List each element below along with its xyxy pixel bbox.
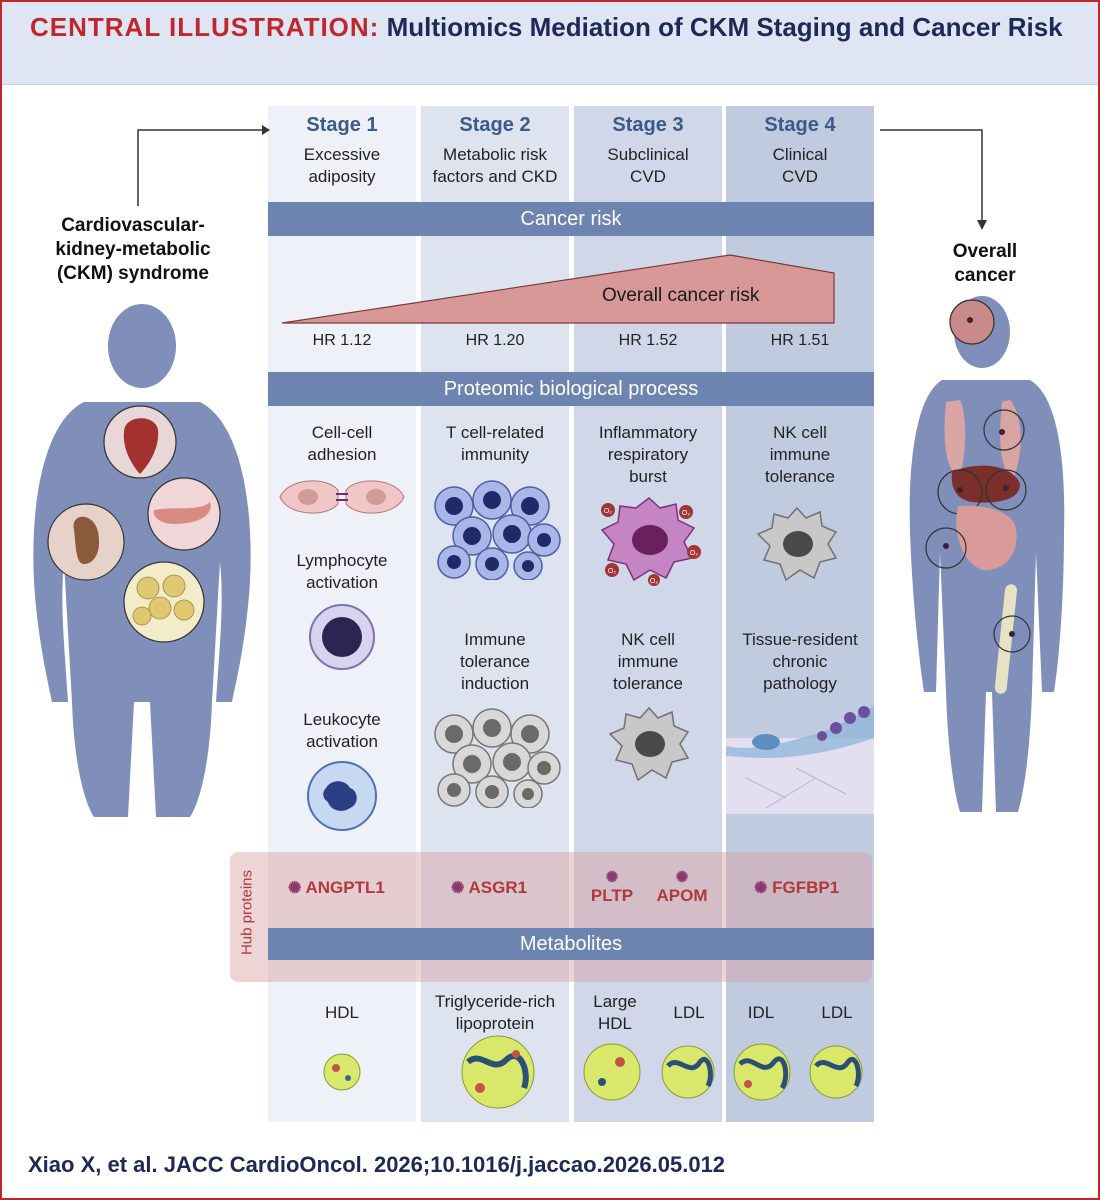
metabolite-idl: IDL [747, 1003, 775, 1022]
hub-protein-angptl1: ✺ ANGPTL1 [288, 878, 385, 897]
colon-icon [925, 527, 967, 569]
hub-protein-pltp: ✺PLTP [590, 869, 634, 906]
hr-stage-3: HR 1.52 [618, 332, 678, 349]
stage-4-subtitle: Clinical CVD [772, 145, 828, 186]
oxygen-label: O₂ [608, 568, 616, 575]
oxygen-label: O₂ [650, 578, 658, 585]
process-lymphocyte-activation: Lymphocyte activation [296, 551, 388, 592]
cancer-body-silhouette [909, 296, 1065, 812]
adhesion-cells-illustration [279, 480, 405, 514]
lung-icon [983, 409, 1025, 451]
risk-wedge-chart [281, 254, 835, 324]
hub-protein-fgfbp1: ✺ FGFBP1 [754, 878, 840, 897]
metabolites-banner: Metabolites [268, 928, 874, 960]
oxygen-label: O₂ [690, 550, 698, 557]
stage-4-title: Stage 4 [764, 114, 836, 136]
proteomic-banner: Proteomic biological process [268, 372, 874, 406]
stage-2-subtitle: Metabolic risk factors and CKD [432, 145, 558, 186]
tolerance-cluster-illustration [434, 708, 561, 808]
t-cell-cluster-illustration [434, 480, 561, 580]
ckm-body-silhouette [33, 304, 251, 817]
oxygen-label: O₂ [682, 510, 690, 517]
stage-3-title: Stage 3 [612, 114, 684, 136]
process-nk-tolerance-s4: NK cell immune tolerance [765, 423, 835, 486]
risk-wedge-label: Overall cancer risk [602, 285, 760, 306]
overall-cancer-label: Overall cancer [952, 241, 1018, 286]
metabolite-ldl-s4: LDL [821, 1003, 853, 1022]
oxygen-label: O₂ [604, 508, 612, 515]
stomach-icon [985, 469, 1027, 511]
metabolite-large-hdl: Large HDL [593, 992, 637, 1033]
bone-icon [993, 615, 1031, 653]
stage-2-title: Stage 2 [459, 114, 531, 136]
cancer-risk-banner: Cancer risk [268, 202, 874, 236]
hub-proteins-band [230, 852, 872, 982]
title-text: Multiomics Mediation of CKM Staging and … [386, 12, 1063, 42]
lipoprotein-particles [323, 1035, 863, 1109]
particle-ldl-s3 [661, 1045, 715, 1099]
respiratory-burst-illustration: O₂ O₂ O₂ O₂ O₂ [600, 497, 701, 586]
process-leukocyte-activation: Leukocyte activation [303, 710, 381, 751]
particle-large-hdl [583, 1043, 641, 1101]
tissue-resident-illustration [726, 706, 874, 814]
stage-1-title: Stage 1 [306, 114, 378, 136]
page-title: CENTRAL ILLUSTRATION: Multiomics Mediati… [30, 12, 1080, 43]
process-cell-adhesion: Cell-cell adhesion [307, 423, 377, 464]
process-t-cell-immunity: T cell-related immunity [446, 423, 544, 464]
nk-cell-s3-illustration [608, 706, 690, 782]
hub-protein-apom: ✺APOM [656, 869, 708, 906]
title-label: CENTRAL ILLUSTRATION: [30, 12, 380, 42]
stage-1-subtitle: Excessive adiposity [303, 145, 381, 186]
hr-stage-1: HR 1.12 [312, 332, 372, 349]
stage-3-subtitle: Subclinical CVD [607, 145, 689, 186]
hub-proteins-label: Hub proteins [238, 869, 256, 956]
metabolite-hdl: HDL [324, 1003, 359, 1022]
header-bar: CENTRAL ILLUSTRATION: Multiomics Mediati… [2, 2, 1098, 85]
particle-idl [733, 1043, 791, 1101]
hub-protein-asgr1: ✺ ASGR1 [451, 878, 528, 897]
process-immune-tolerance: Immune tolerance induction [460, 630, 530, 693]
metabolite-ldl-s3: LDL [673, 1003, 705, 1022]
leukocyte-illustration [307, 761, 377, 831]
ckm-syndrome-label: Cardiovascular- kidney-metabolic (CKM) s… [55, 215, 211, 284]
hr-stage-4: HR 1.51 [770, 332, 830, 349]
metabolite-trl: Triglyceride-rich lipoprotein [434, 992, 556, 1033]
citation: Xiao X, et al. JACC CardioOncol. 2026;10… [28, 1152, 726, 1177]
hr-stage-2: HR 1.20 [465, 332, 525, 349]
nk-cell-s4-illustration [756, 506, 838, 582]
particle-trl [461, 1035, 535, 1109]
particle-ldl-s4 [809, 1045, 863, 1099]
process-respiratory-burst: Inflammatory respiratory burst [598, 423, 698, 486]
process-nk-tolerance-s3: NK cell immune tolerance [613, 630, 683, 693]
right-arrow [880, 129, 987, 230]
process-tissue-resident: Tissue-resident chronic pathology [742, 630, 858, 693]
particle-hdl [323, 1053, 361, 1091]
left-arrow [137, 125, 270, 206]
lymphocyte-illustration [309, 604, 375, 670]
risk-wedge [281, 254, 835, 324]
